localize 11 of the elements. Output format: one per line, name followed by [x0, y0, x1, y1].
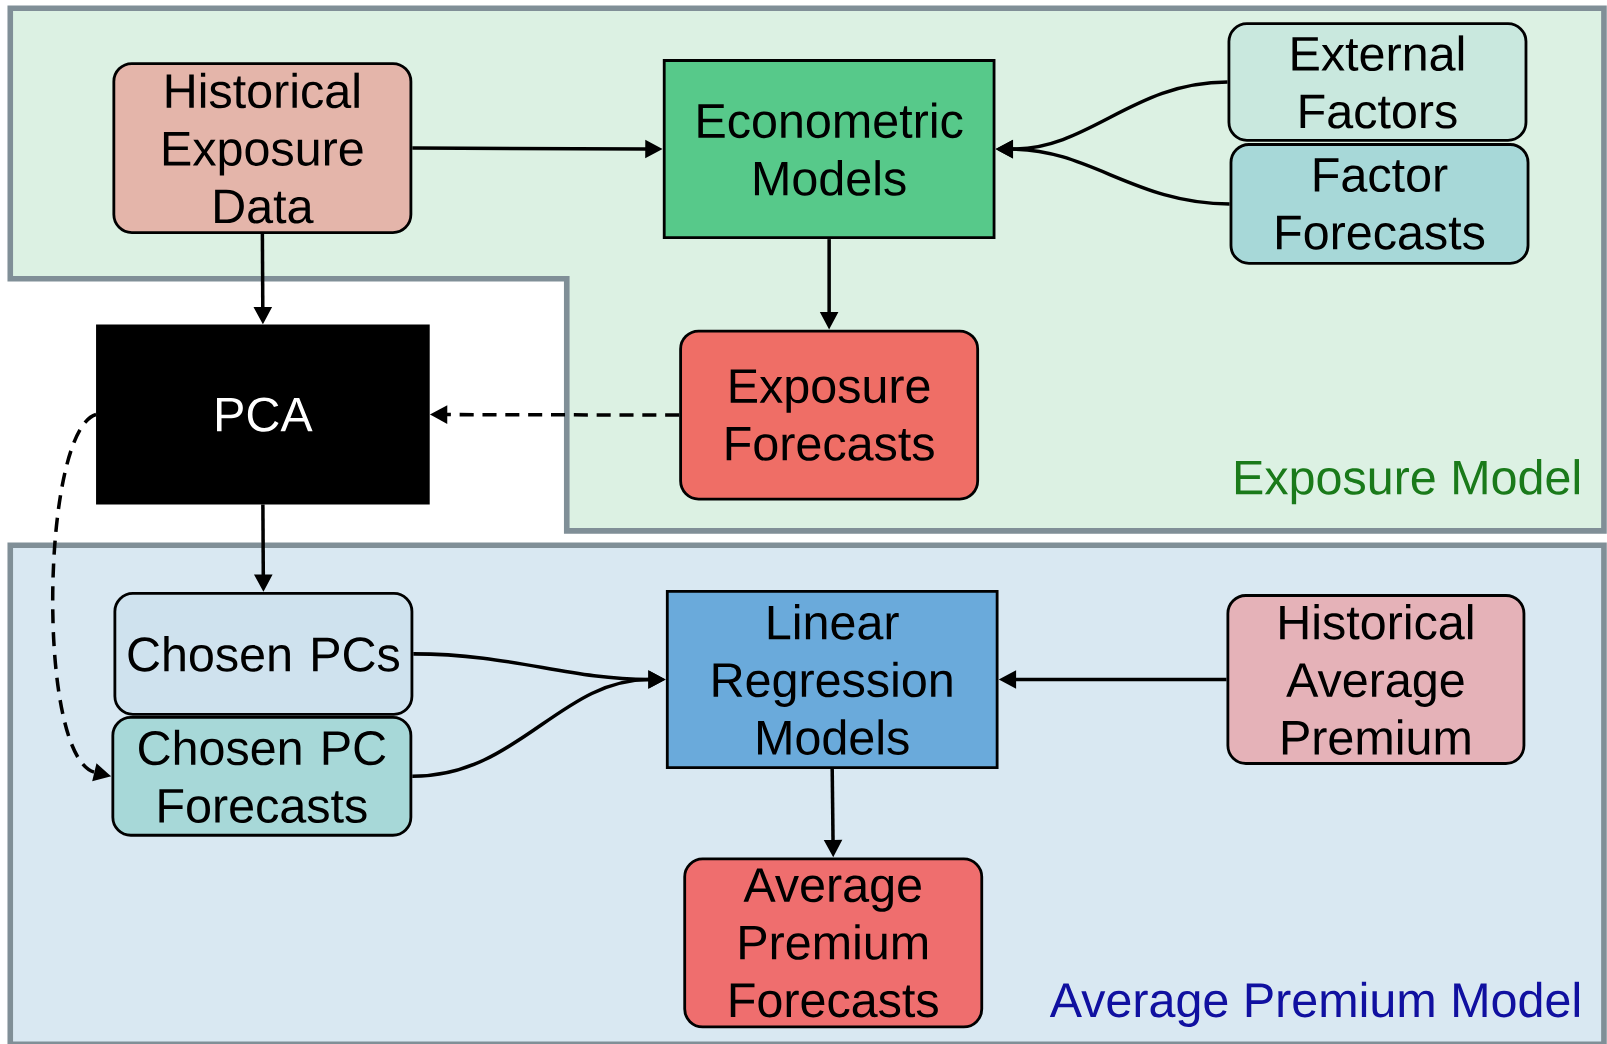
input-box: Chosen PC Forecasts: [111, 715, 413, 837]
input-box: Factor Forecasts: [1229, 142, 1530, 265]
process-box: Econometric Models: [662, 58, 996, 239]
output-box: Average Premium Forecasts: [683, 857, 984, 1029]
input-box: External Factors: [1227, 22, 1528, 142]
output-box: Exposure Forecasts: [679, 329, 980, 501]
process-box: Historical Exposure Data: [112, 62, 413, 234]
process-box: Linear Regression Models: [665, 589, 999, 769]
input-box: Chosen PCs: [113, 591, 414, 716]
process-box: PCA: [96, 324, 430, 505]
input-box: Historical Average Premium: [1226, 593, 1526, 765]
